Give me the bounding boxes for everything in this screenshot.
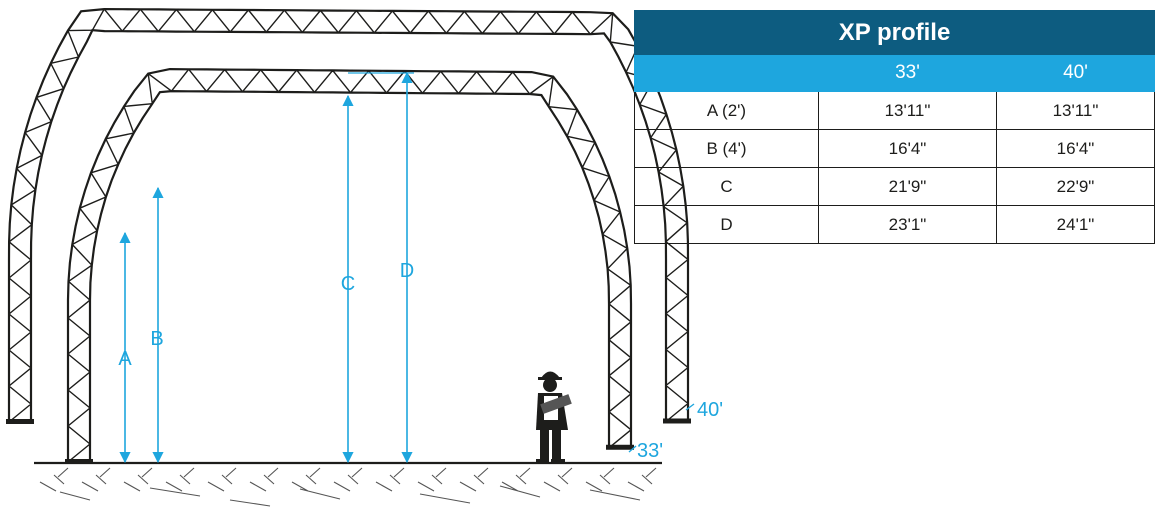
table-cell: 13'11" [996, 91, 1155, 130]
table-cell: 22'9" [996, 167, 1155, 206]
ground-hatching [34, 461, 662, 507]
table-row: B (4') 16'4" 16'4" [634, 129, 1155, 168]
table-title: XP profile [634, 10, 1155, 55]
table-row: D 23'1" 24'1" [634, 205, 1155, 244]
dimension-lines [119, 71, 695, 464]
label-a: A [118, 348, 132, 370]
label-c: C [341, 273, 355, 295]
column-header: 33' [818, 54, 997, 92]
worker-with-hardhat-icon [536, 371, 572, 464]
table-cell: 13'11" [818, 91, 997, 130]
xp-profile-table: XP profile 33' 40' A (2') 13'11" 13'11" … [634, 10, 1155, 244]
row-label: C [634, 167, 819, 206]
label-b: B [150, 328, 163, 350]
table-row: C 21'9" 22'9" [634, 167, 1155, 206]
table-row: A (2') 13'11" 13'11" [634, 91, 1155, 130]
label-outer-arch: 40' [697, 399, 723, 421]
column-header: 40' [996, 54, 1155, 92]
table-cell: 16'4" [818, 129, 997, 168]
label-inner-arch: 33' [637, 440, 663, 462]
inner-arch-33 [65, 67, 634, 464]
table-cell: 23'1" [818, 205, 997, 244]
table-cell: 21'9" [818, 167, 997, 206]
table-cell: 16'4" [996, 129, 1155, 168]
row-label: A (2') [634, 91, 819, 130]
table-cell: 24'1" [996, 205, 1155, 244]
row-label: B (4') [634, 129, 819, 168]
column-header [634, 54, 819, 92]
label-d: D [400, 260, 414, 282]
row-label: D [634, 205, 819, 244]
